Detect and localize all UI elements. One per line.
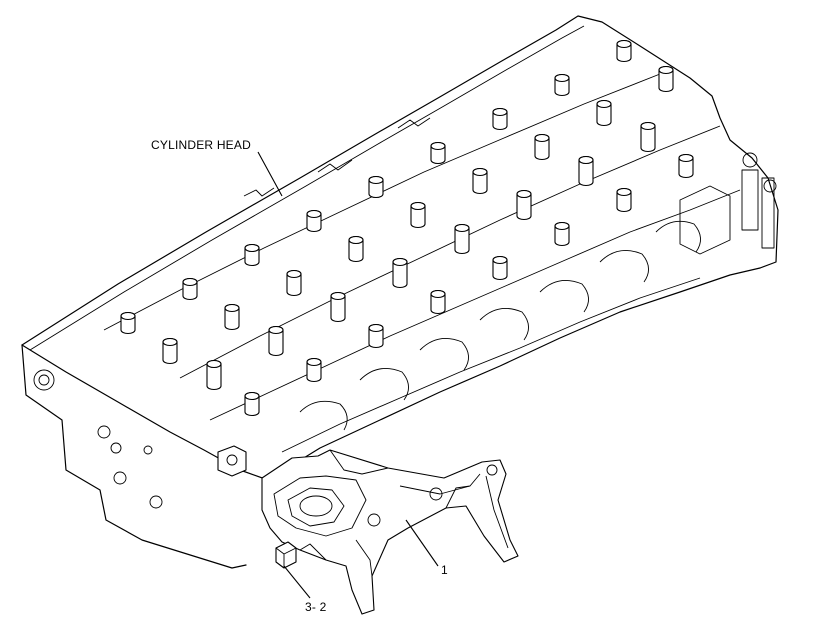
bolt-icon [368, 323, 384, 349]
bolt-icon [430, 141, 446, 165]
bracket-part-1 [261, 449, 519, 615]
bolt-icon [516, 189, 532, 221]
bolt-icon [268, 325, 284, 357]
bolt-icon [410, 201, 426, 229]
bolt-icon [162, 337, 178, 365]
bolt-icon [616, 39, 632, 63]
bolt-icon [454, 223, 470, 255]
mounting-stud [217, 445, 247, 477]
bolt-icon [554, 73, 570, 97]
leader-line-part-3-2 [283, 565, 311, 599]
gasket-edge [243, 117, 431, 197]
bolt-icon [596, 99, 612, 127]
leader-line-cylinder-head [257, 151, 283, 197]
front-face-ports [33, 369, 163, 509]
bolt-icon [182, 277, 198, 301]
bolt-icon [658, 65, 674, 93]
callout-1-label: 1 [441, 563, 448, 577]
bolt-icon [244, 391, 260, 417]
bolt-icon [472, 167, 488, 195]
bolt-icon [120, 311, 136, 335]
bolt-icon [306, 209, 322, 233]
bolt-icon [534, 133, 550, 161]
bolt-icon [430, 289, 446, 315]
leader-line-part-1 [405, 519, 439, 567]
bolt-icon [306, 357, 322, 383]
bolt-icon [492, 255, 508, 281]
bolt-icon [578, 155, 594, 187]
callout-3-2-label: 3- 2 [305, 600, 327, 614]
bolt-icon [224, 303, 240, 331]
right-end-fittings [679, 152, 777, 255]
bolt-icon [244, 243, 260, 267]
bolt-icon [678, 153, 694, 179]
bolt-icon [368, 175, 384, 199]
bolt-icon [206, 359, 222, 391]
cylinder-head-label: CYLINDER HEAD [151, 138, 251, 152]
valve-bolt-array [120, 39, 694, 417]
bolt-icon [616, 187, 632, 213]
side-port-humps [299, 220, 701, 431]
bolt-icon [392, 257, 408, 289]
bolt-icon [348, 235, 364, 263]
bolt-icon [554, 221, 570, 247]
bolt-icon [330, 291, 346, 323]
bolt-icon [492, 107, 508, 131]
bolt-part-3-2 [275, 541, 297, 569]
bolt-icon [286, 269, 302, 297]
cylinder-head-outline [21, 15, 779, 569]
bolt-icon [640, 121, 656, 153]
